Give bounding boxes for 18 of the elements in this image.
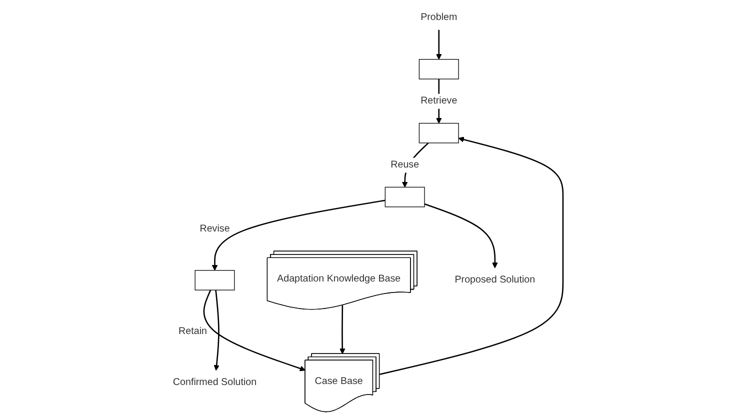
node-text: Proposed Solution: [454, 274, 536, 286]
edge-label: Retrieve: [420, 95, 458, 106]
node-text: Problem: [420, 11, 458, 23]
arrow: [424, 203, 498, 268]
arrow: [379, 136, 564, 375]
node-box: [418, 122, 459, 144]
arrow: [203, 290, 306, 372]
edge-label: Revise: [200, 222, 230, 234]
arrow: [436, 30, 442, 60]
arrow: [340, 305, 346, 354]
node-box: [418, 59, 459, 80]
edge-label: Reuse: [390, 159, 420, 170]
node-text: Confirmed Solution: [172, 376, 257, 388]
edge-label: Retain: [178, 325, 207, 337]
arrow: [214, 290, 220, 371]
node-box: [194, 270, 235, 290]
arrow: [212, 200, 386, 271]
node-box: [384, 186, 425, 208]
